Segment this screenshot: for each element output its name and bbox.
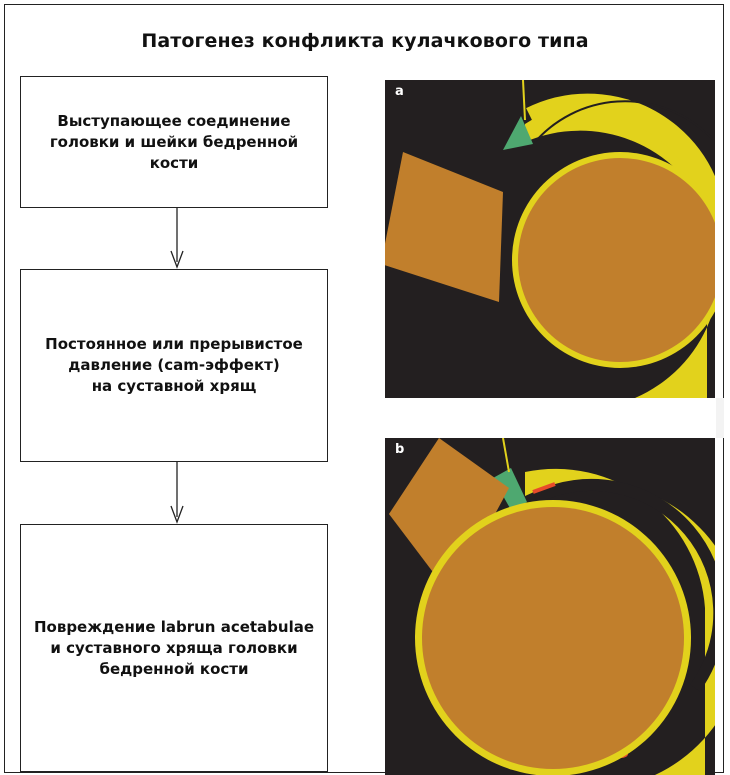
femoral-head-a [518,158,715,362]
illustration-panel-b: b [385,438,715,775]
hip-illustration-a [385,80,715,398]
hip-illustration-b [385,438,715,775]
panel-label-a: a [395,84,404,99]
labrum-tip-a [523,80,525,120]
labrum-tip-b [503,438,509,472]
separator-smudge [716,398,724,438]
femoral-head-b [422,507,684,769]
illustration-panel-a: a [385,80,715,398]
femoral-neck-a [385,152,503,302]
panel-label-b: b [395,442,404,457]
